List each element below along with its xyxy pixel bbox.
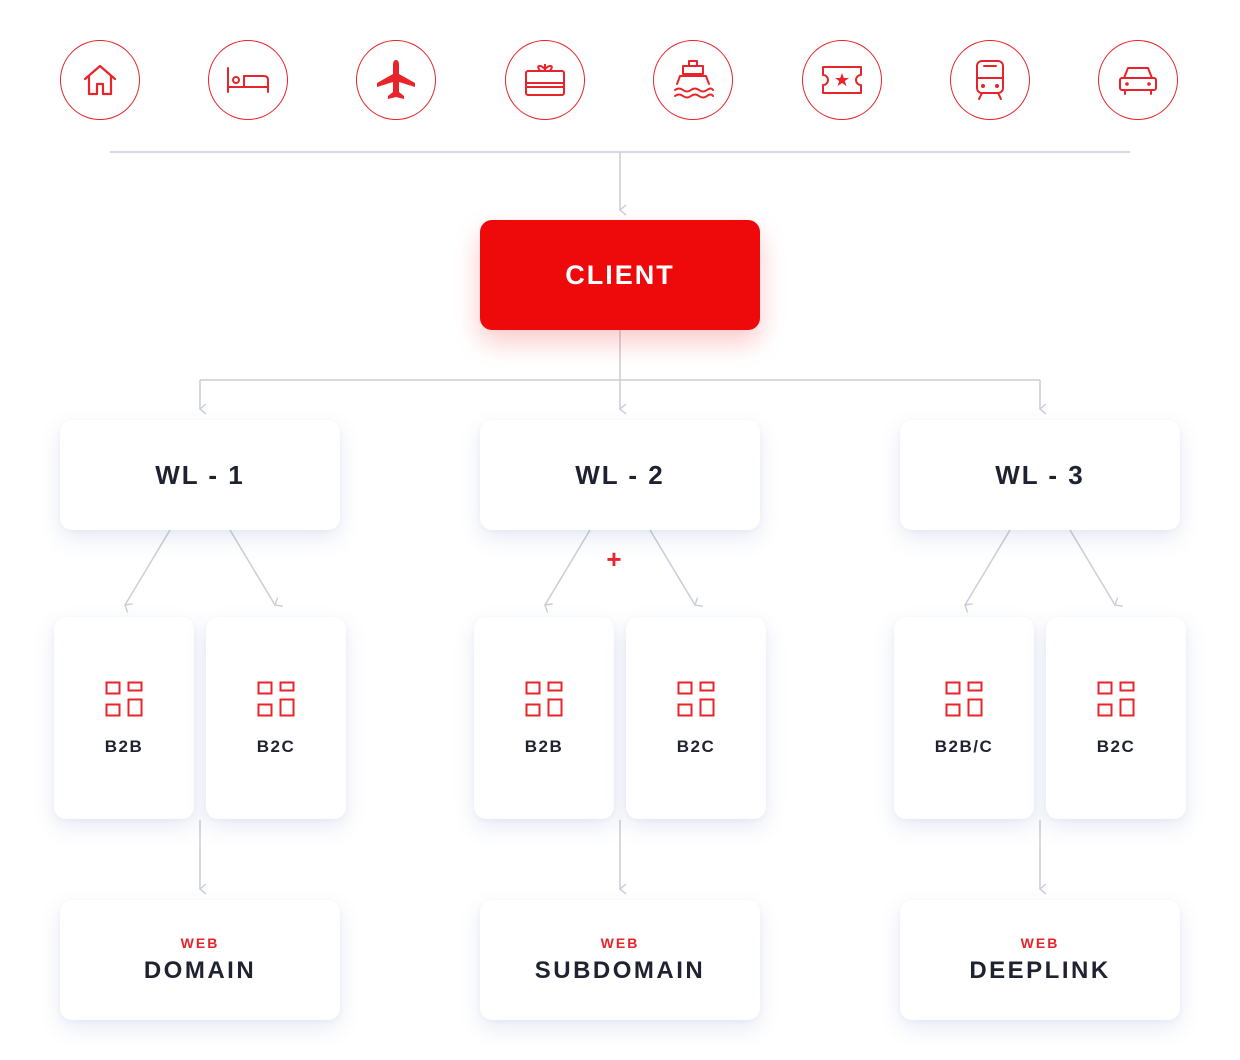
- grid-icon: [945, 681, 983, 717]
- home-icon: [83, 64, 117, 96]
- web-deeplink-node: WEB DEEPLINK: [900, 900, 1180, 1020]
- grid-icon: [105, 681, 143, 717]
- wl2-to-b2b-arrow: [545, 529, 591, 605]
- wl2-b2c-tile: B2C: [626, 617, 766, 819]
- wl3-b2bc-tile: B2B/C: [894, 617, 1034, 819]
- wl1-to-b2c-arrow: [229, 529, 275, 605]
- web-label: DEEPLINK: [969, 957, 1111, 984]
- web-kicker: WEB: [600, 935, 640, 951]
- grid-icon: [677, 681, 715, 717]
- service-car: [1098, 40, 1178, 120]
- web-domain-node: WEB DOMAIN: [60, 900, 340, 1020]
- wl1-to-b2b-arrow: [125, 529, 171, 605]
- gift-card-icon: [525, 64, 565, 96]
- wl3-to-b2c-arrow: [1069, 529, 1115, 605]
- wl1-b2c-tile: B2C: [206, 617, 346, 819]
- tile-label: B2B/C: [934, 737, 994, 756]
- bed-icon: [227, 67, 269, 93]
- wl1-node: WL - 1: [60, 420, 340, 530]
- web-subdomain-node: WEB SUBDOMAIN: [480, 900, 760, 1020]
- wl2-node: WL - 2: [480, 420, 760, 530]
- service-gift: [505, 40, 585, 120]
- ticket-icon: [822, 66, 862, 94]
- tile-label: B2B: [104, 737, 144, 756]
- wl2-b2b-tile: B2B: [474, 617, 614, 819]
- tile-label: B2B: [524, 737, 564, 756]
- grid-icon: [1097, 681, 1135, 717]
- service-rail: [950, 40, 1030, 120]
- grid-icon: [257, 681, 295, 717]
- service-cruise: [653, 40, 733, 120]
- grid-icon: [525, 681, 563, 717]
- service-hotel: [208, 40, 288, 120]
- wl3-to-b2bc-arrow: [965, 529, 1011, 605]
- web-kicker: WEB: [180, 935, 220, 951]
- wl2-to-b2c-arrow: [649, 529, 695, 605]
- service-flight: [356, 40, 436, 120]
- airplane-icon: [377, 60, 415, 99]
- tile-label: B2C: [676, 737, 716, 756]
- web-kicker: WEB: [1020, 935, 1060, 951]
- client-node: CLIENT: [480, 220, 760, 330]
- tile-label: B2C: [1096, 737, 1136, 756]
- tile-label: B2C: [256, 737, 296, 756]
- web-label: DOMAIN: [143, 957, 257, 984]
- wl3-node: WL - 3: [900, 420, 1180, 530]
- service-events: [802, 40, 882, 120]
- train-icon: [976, 60, 1004, 100]
- wl3-b2c-tile: B2C: [1046, 617, 1186, 819]
- car-icon: [1119, 67, 1157, 95]
- web-label: SUBDOMAIN: [534, 957, 706, 984]
- wl1-b2b-tile: B2B: [54, 617, 194, 819]
- service-home: [60, 40, 140, 120]
- ship-icon: [674, 60, 714, 99]
- plus-icon: +: [606, 544, 622, 574]
